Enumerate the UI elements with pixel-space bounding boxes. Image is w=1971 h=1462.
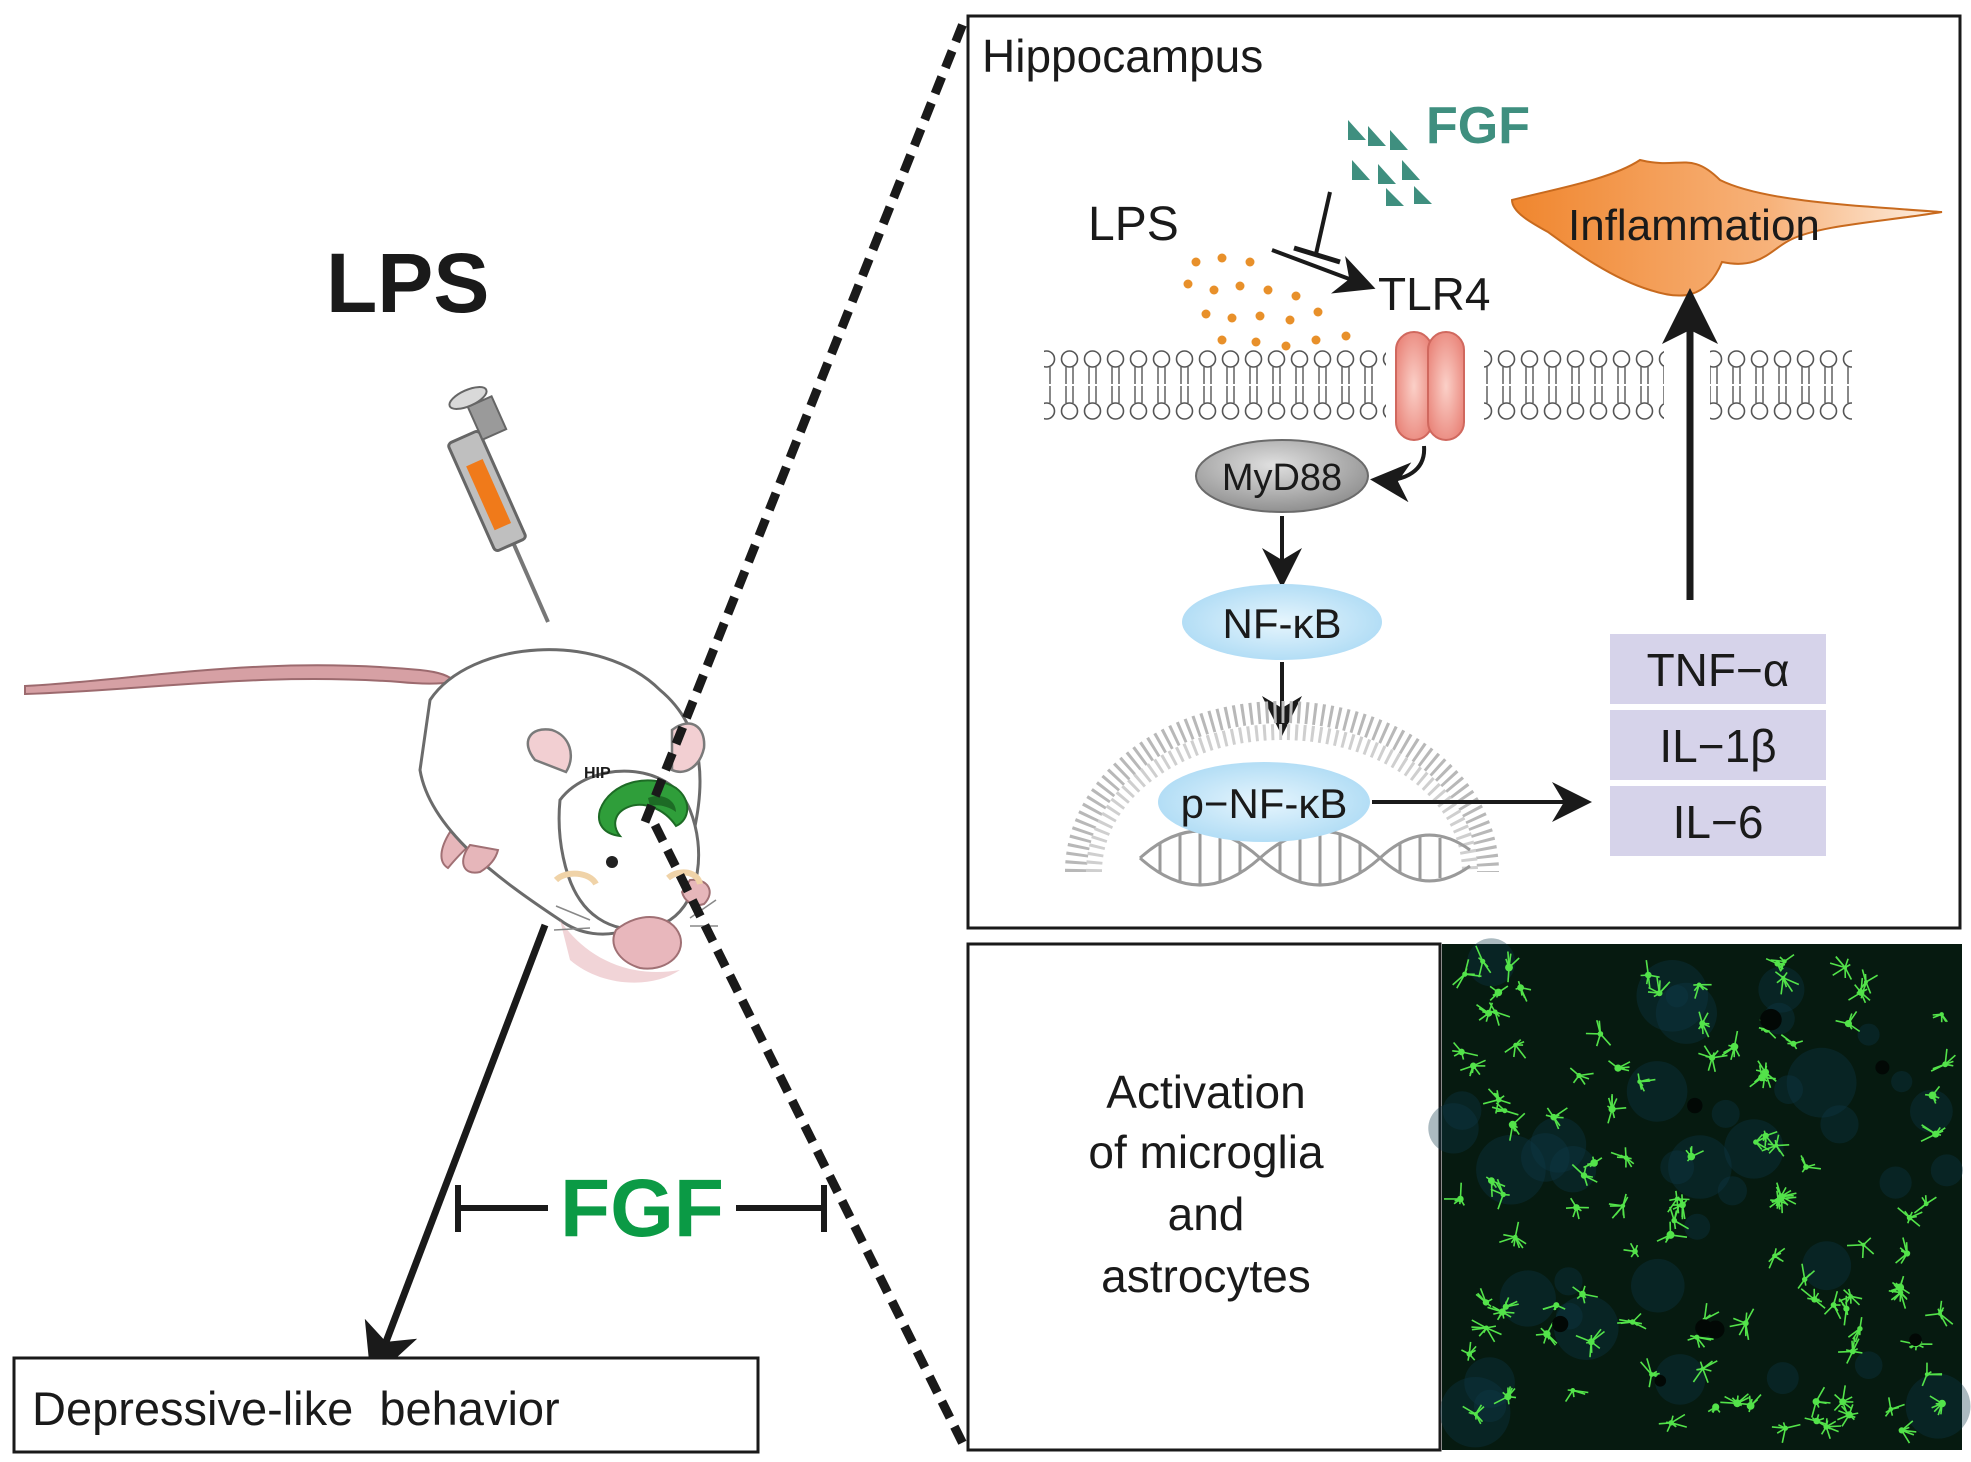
inflammation-cell (1510, 158, 1943, 297)
inflammation-label: Inflammation (1568, 201, 1820, 250)
myd88-label: MyD88 (1222, 457, 1342, 499)
pnfkb-label: p−NF-κB (1181, 780, 1348, 827)
dna-helix-icon (1138, 829, 1471, 887)
cytokine-box-il1b (1610, 710, 1826, 780)
nfkb-node (1182, 584, 1382, 660)
fgf-inhibit-cap (1293, 245, 1341, 265)
cytokine-label-tnf: TNF−α (1647, 644, 1790, 696)
lps-tlr4-arrow (1271, 248, 1376, 294)
cell-membrane (1044, 350, 1386, 420)
zoom-line-top (640, 14, 971, 824)
cytokine-label-il6: IL−6 (1673, 796, 1764, 848)
cell-membrane-2 (1484, 350, 1664, 420)
behavior-arrow (364, 923, 549, 1382)
region-title: Hippocampus (982, 30, 1263, 82)
zoom-line-bottom (650, 822, 971, 1453)
myd88-node (1195, 439, 1369, 513)
outcome-box (12, 1356, 760, 1454)
fgf-molecules (1348, 120, 1432, 206)
hip-label: HIP (584, 765, 611, 782)
outcome-label: Depressive-like behavior (32, 1382, 560, 1435)
cytokine-label-il1b: IL−1β (1659, 720, 1776, 772)
lps-label-pathway: LPS (1088, 198, 1179, 251)
cytokine-box-tnf (1610, 634, 1826, 704)
microglia-cells (1428, 938, 1971, 1448)
fgf-label-left: FGF (560, 1163, 724, 1254)
activation-line-3: and (1168, 1188, 1245, 1240)
tlr4-label: TLR4 (1378, 268, 1490, 320)
activation-line-2: of microglia (1088, 1126, 1324, 1178)
cell-membrane-3 (1710, 350, 1852, 420)
mouse-illustration (24, 648, 718, 983)
fgf-inhibit-line (1314, 191, 1332, 255)
syringe-icon (447, 386, 550, 623)
nuclear-membrane (1065, 701, 1499, 873)
lps-molecules (1183, 253, 1351, 351)
lps-label: LPS (326, 236, 489, 330)
tlr4-myd88-arrow (1370, 445, 1427, 503)
pnfkb-node (1158, 762, 1370, 842)
hippocampus-icon (598, 779, 689, 838)
cytokine-box-il6 (1610, 786, 1826, 856)
activation-panel (966, 942, 1442, 1452)
fgf-inhibition-bar (455, 1185, 827, 1232)
nfkb-label: NF-κB (1223, 600, 1342, 647)
tlr4-receptor-icon (1395, 331, 1465, 441)
activation-line-1: Activation (1106, 1066, 1305, 1118)
fgf-label-pathway: FGF (1426, 97, 1530, 155)
activation-line-4: astrocytes (1101, 1250, 1311, 1302)
